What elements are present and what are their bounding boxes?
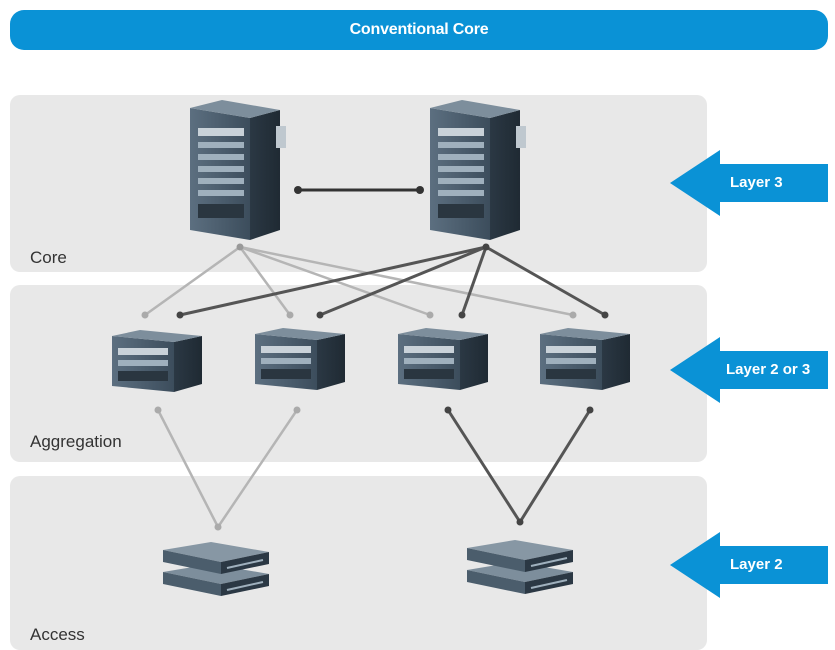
access-band-label: Access (30, 625, 85, 644)
links-access-left (156, 409, 299, 528)
link-endpoints (141, 186, 609, 531)
link-core1-agg1 (144, 245, 241, 317)
core-band (10, 95, 707, 272)
access-band (10, 476, 707, 650)
layer-2-or-3-label: Layer 2 or 3 (726, 361, 811, 378)
aggregation-band-label: Aggregation (30, 432, 122, 451)
link-core2-agg3 (460, 246, 488, 316)
layer-2-or-3-arrow-icon (670, 337, 828, 403)
link-core2-agg4 (485, 245, 606, 317)
link-core2-agg1 (179, 245, 487, 317)
link-core2-agg2 (319, 245, 487, 317)
link-agg2-access1 (216, 409, 299, 528)
link-agg1-access1 (156, 409, 220, 528)
links-core2 (179, 245, 606, 317)
links-access-right (446, 409, 592, 523)
access-switch-stack-2-icon (467, 540, 573, 594)
aggregation-switch-4-icon (540, 328, 630, 390)
layer-2-label: Layer 2 (730, 556, 783, 573)
aggregation-switch-2-icon (255, 328, 345, 390)
diagram-title: Conventional Core (349, 21, 489, 38)
core-switch-1-icon (190, 100, 286, 240)
core-switch-2-icon (430, 100, 526, 240)
diagram-title-banner: Conventional Core (10, 10, 828, 50)
layer-3-arrow-icon (670, 150, 828, 216)
layer-2-arrow-icon (670, 532, 828, 598)
links-core1 (144, 245, 574, 317)
layer-3-label: Layer 3 (730, 174, 783, 191)
link-agg4-access2 (518, 409, 592, 523)
core-band-label: Core (30, 248, 67, 267)
access-switch-stack-1-icon (163, 542, 269, 596)
aggregation-switch-1-icon (112, 330, 202, 392)
link-core1-agg2 (238, 246, 292, 316)
aggregation-switch-3-icon (398, 328, 488, 390)
link-agg3-access2 (446, 409, 522, 523)
